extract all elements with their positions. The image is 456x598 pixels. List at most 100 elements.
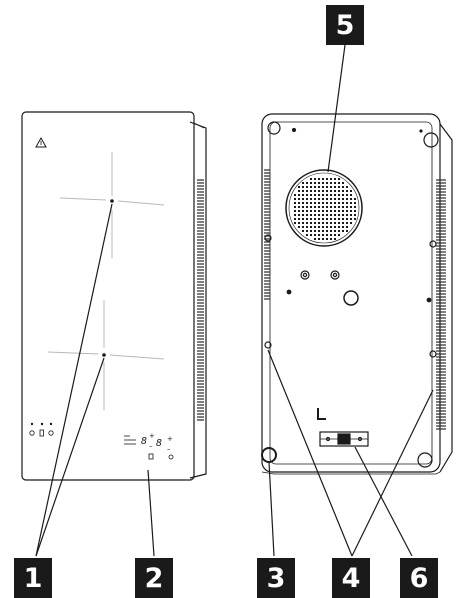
front-side-vent [197,179,204,421]
grille-hole [354,202,356,204]
grille-hole [322,218,324,220]
grille-hole [334,194,336,196]
grille-hole [326,186,328,188]
grille-hole [310,210,312,212]
grille-hole [318,218,320,220]
grille-hole [346,218,348,220]
grille-hole [306,218,308,220]
grille-hole [294,210,296,212]
grille-hole [310,230,312,232]
grille-hole [310,226,312,228]
grille-hole [330,234,332,236]
grille-hole [334,218,336,220]
cable-clamp [319,431,369,447]
grille-hole [338,194,340,196]
grille-hole [310,198,312,200]
grille-hole [330,182,332,184]
grille-hole [318,234,320,236]
grille-hole [330,226,332,228]
grille-hole [322,182,324,184]
grille-hole [338,226,340,228]
grille-hole [322,230,324,232]
grille-hole [310,214,312,216]
grille-hole [306,194,308,196]
grille-hole [330,206,332,208]
grille-hole [302,206,304,208]
grille-hole [294,218,296,220]
fan-grille-holes [294,178,356,240]
grille-hole [294,206,296,208]
grille-hole [342,206,344,208]
grille-hole [302,182,304,184]
grille-hole [322,214,324,216]
grille-hole [322,190,324,192]
grille-hole [294,222,296,224]
grille-hole [318,194,320,196]
grille-hole [326,198,328,200]
grille-hole [294,202,296,204]
grille-hole [330,194,332,196]
grille-hole [338,218,340,220]
grille-hole [326,230,328,232]
grille-hole [302,186,304,188]
grille-hole [342,210,344,212]
grille-hole [338,182,340,184]
back-view [261,113,453,475]
grille-hole [338,178,340,180]
grille-hole [322,222,324,224]
callout-6: 6 [400,558,438,598]
back-side-edge [439,123,453,473]
fan-grille [285,169,363,247]
grille-hole [354,206,356,208]
grille-hole [350,194,352,196]
grille-hole [342,182,344,184]
minus-key-left: – [149,442,153,450]
grille-hole [350,214,352,216]
grille-hole [310,218,312,220]
grille-hole [342,190,344,192]
side-clip-left-bottom [264,341,272,349]
grille-hole [330,198,332,200]
grille-hole [330,190,332,192]
callout-2: 2 [135,558,173,598]
grille-hole [350,222,352,224]
grille-hole [318,226,320,228]
grille-hole [338,230,340,232]
grille-hole [306,210,308,212]
leader-lines [35,44,434,557]
grille-hole [314,222,316,224]
side-clip-left-top [264,234,272,242]
upper-zone-marker [59,152,165,258]
grille-hole [310,182,312,184]
grille-hole [338,202,340,204]
grille-hole [338,186,340,188]
grille-hole [310,206,312,208]
grille-hole [322,194,324,196]
grille-hole [346,222,348,224]
grille-hole [326,218,328,220]
grille-hole [306,226,308,228]
grille-hole [326,226,328,228]
grille-hole [346,186,348,188]
center-boss [343,290,359,306]
plus-key-right: + [167,435,173,443]
grille-hole [350,202,352,204]
grille-hole [334,182,336,184]
foot-bottom-left [261,447,277,463]
grille-hole [314,206,316,208]
lower-zone-center [102,353,106,357]
grille-hole [322,186,324,188]
grille-hole [346,206,348,208]
grille-hole [342,214,344,216]
grille-hole [322,178,324,180]
grille-hole [306,190,308,192]
grille-hole [302,194,304,196]
grille-hole [350,218,352,220]
grille-hole [330,230,332,232]
grille-hole [294,214,296,216]
back-side-vents [264,169,446,430]
grille-hole [334,222,336,224]
side-clip-right-top [429,240,437,248]
grille-hole [318,198,320,200]
grille-hole [314,238,316,240]
